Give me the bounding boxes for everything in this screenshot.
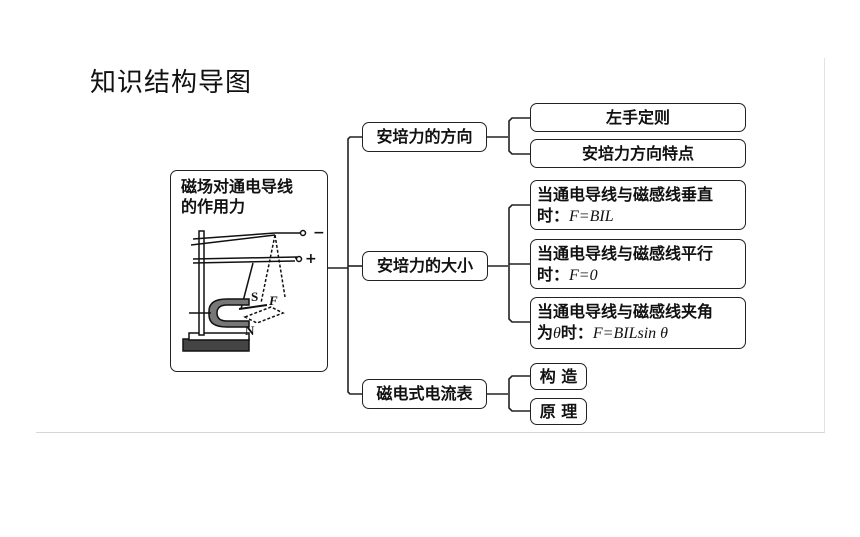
lower-arm: [192, 256, 298, 260]
angle-prefix: 为: [537, 323, 554, 342]
node-direction: 安培力的方向: [362, 122, 487, 152]
parallel-line1: 当通电导线与磁感线平行: [537, 244, 714, 263]
node-structure: 构 造: [530, 363, 587, 390]
node-principle: 原 理: [530, 398, 587, 425]
page-title: 知识结构导图: [90, 68, 253, 98]
south-pole-label: S: [251, 289, 258, 304]
angle-line1: 当通电导线与磁感线夹角: [537, 302, 714, 321]
angle-mid: 时：: [560, 323, 593, 342]
upper-arm: [192, 232, 276, 240]
left-hand-rule-label: 左手定则: [605, 107, 670, 127]
parallel-formula: F=0: [569, 267, 598, 284]
minus-sign: −: [313, 225, 325, 241]
root-label-line2: 的作用力: [181, 197, 246, 216]
node-left-hand-rule: 左手定则: [530, 103, 746, 132]
magnet-apparatus-illustration: − + S N F: [182, 225, 325, 352]
root-label-line1: 磁场对通电导线: [181, 177, 294, 196]
angle-sin: sin θ: [637, 325, 668, 342]
perpendicular-line1: 当通电导线与磁感线垂直: [537, 185, 714, 204]
perpendicular-prefix: 时：: [537, 206, 570, 225]
structure-label: 构 造: [539, 366, 578, 386]
node-meter: 磁电式电流表: [362, 379, 487, 409]
horseshoe-magnet: [208, 298, 250, 328]
node-direction-features: 安培力方向特点: [530, 139, 746, 168]
perpendicular-formula: F=BIL: [569, 208, 614, 225]
plus-sign: +: [305, 251, 317, 267]
slide-frame: [36, 58, 825, 433]
principle-label: 原 理: [539, 401, 578, 421]
node-perpendicular: 当通电导线与磁感线垂直 时：F=BIL: [530, 180, 746, 230]
stand-pole: [198, 230, 205, 336]
node-direction-label: 安培力的方向: [376, 127, 473, 146]
node-meter-label: 磁电式电流表: [376, 384, 473, 403]
north-pole-label: N: [245, 323, 255, 338]
parallel-prefix: 时：: [537, 265, 570, 284]
direction-features-label: 安培力方向特点: [581, 143, 694, 163]
node-parallel: 当通电导线与磁感线平行 时：F=0: [530, 239, 746, 289]
node-angle: 当通电导线与磁感线夹角 为θ时：F=BILsin θ: [530, 297, 746, 349]
root-node: 磁场对通电导线 的作用力: [170, 170, 328, 372]
stand-base: [182, 338, 250, 352]
plus-terminal: [295, 255, 303, 263]
angle-var: θ: [553, 325, 561, 342]
angle-formula: F=BIL: [592, 325, 638, 342]
node-magnitude-label: 安培力的大小: [376, 256, 473, 275]
force-label: F: [268, 293, 278, 308]
stand-base-top: [188, 332, 250, 341]
node-magnitude: 安培力的大小: [362, 251, 488, 281]
minus-terminal: [299, 229, 307, 237]
